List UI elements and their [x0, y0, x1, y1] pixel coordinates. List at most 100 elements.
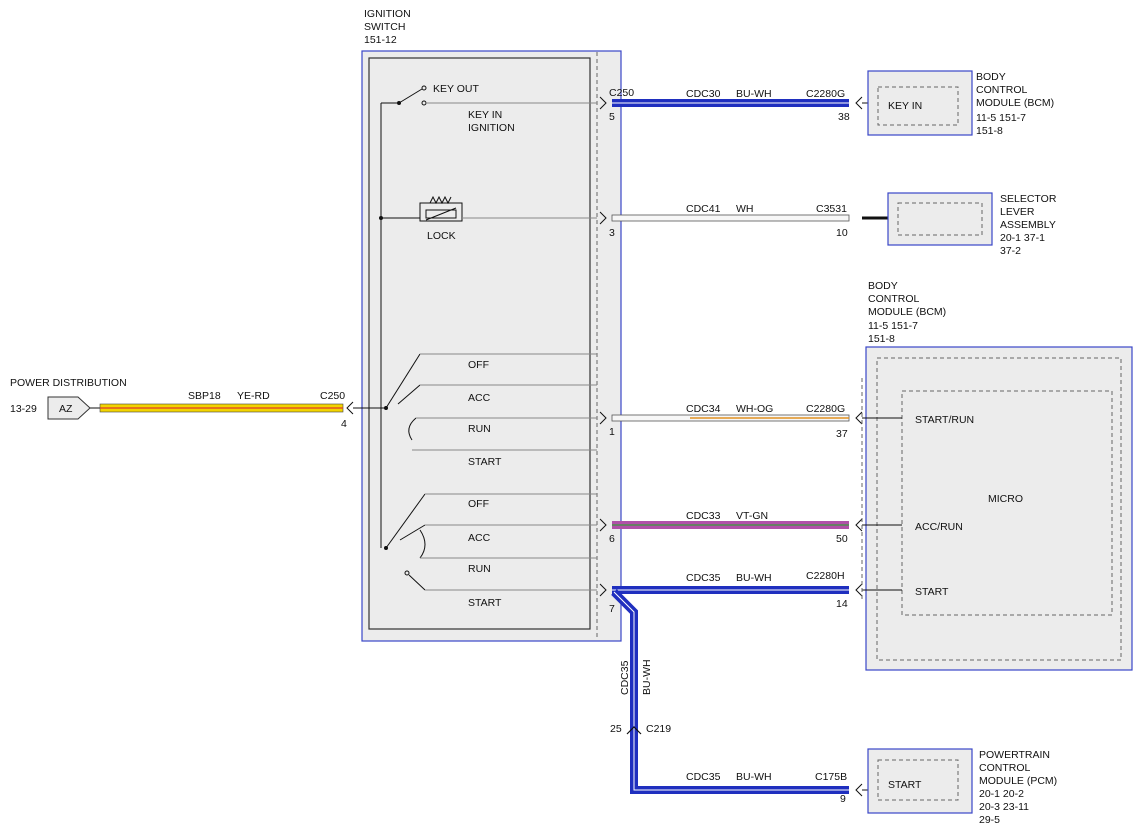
bcm1-name-line3: MODULE (BCM) — [976, 97, 1054, 109]
c250-power-pin: 4 — [341, 418, 347, 430]
pcm-start-label: START — [888, 779, 922, 791]
c219-connector-arrow — [626, 726, 642, 735]
cdc35-color: BU-WH — [736, 572, 772, 584]
c175b-label: C175B — [815, 771, 847, 783]
c2280g-label-1: C2280G — [806, 88, 845, 100]
az-tag-label: AZ — [59, 403, 73, 415]
power-ref: 13-29 — [10, 403, 37, 415]
cdc35-vertical-circuit: CDC35 — [619, 660, 631, 695]
key-in-switch: KEY OUT KEY IN IGNITION — [381, 83, 597, 134]
pcm-name-line2: CONTROL — [979, 762, 1030, 774]
lock-label: LOCK — [427, 230, 456, 242]
start-label-2: START — [468, 597, 502, 609]
pcm-refs-line3: 29-5 — [979, 814, 1000, 826]
switch-group-2: OFF ACC RUN START — [384, 493, 597, 609]
cdc35-pcm-circuit: CDC35 — [686, 771, 721, 783]
start-label-1: START — [468, 456, 502, 468]
selector-refs-line1: 20-1 37-1 — [1000, 232, 1045, 244]
bcm2-refs-line1: 11-5 151-7 — [868, 320, 918, 332]
c2280h-label: C2280H — [806, 570, 845, 582]
c2280g-pin-37: 37 — [836, 428, 848, 440]
c250-power-conn: C250 — [320, 390, 345, 402]
cdc41-circuit: CDC41 — [686, 203, 721, 215]
wire-cdc33: 6 CDC33 VT-GN 50 — [599, 510, 863, 545]
az-connector-tag — [47, 396, 91, 420]
c2280g-label-2: C2280G — [806, 403, 845, 415]
bcm-key-in-module: KEY IN BODY CONTROL MODULE (BCM) 11-5 15… — [867, 70, 1054, 137]
c3531-label: C3531 — [816, 203, 847, 215]
acc-run-pin-label: ACC/RUN — [915, 521, 963, 533]
pcm-refs-line1: 20-1 20-2 — [979, 788, 1024, 800]
sbp18-circuit: SBP18 — [188, 390, 221, 402]
key-out-label: KEY OUT — [433, 83, 479, 95]
cdc33-color: VT-GN — [736, 510, 768, 522]
cdc34-color: WH-OG — [736, 403, 773, 415]
switch-title-line2: SWITCH — [364, 21, 405, 33]
cdc35-pcm-color: BU-WH — [736, 771, 772, 783]
bcm2-name-line2: CONTROL — [868, 293, 919, 305]
cdc34-circuit: CDC34 — [686, 403, 721, 415]
selector-name-line2: LEVER — [1000, 206, 1035, 218]
cdc35-vertical-color: BU-WH — [641, 659, 653, 695]
power-distribution: POWER DISTRIBUTION 13-29 AZ SBP18 YE-RD … — [10, 377, 381, 430]
cdc41-color: WH — [736, 203, 754, 215]
bcm-micro-module: BODY CONTROL MODULE (BCM) 11-5 151-7 151… — [861, 280, 1133, 671]
bcm1-refs-line1: 11-5 151-7 — [976, 112, 1026, 124]
pcm-name-line1: POWERTRAIN — [979, 749, 1050, 761]
power-connector-arrow — [346, 401, 354, 415]
bcm2-name-line3: MODULE (BCM) — [868, 306, 946, 318]
c3531-pin-10: 10 — [836, 227, 848, 239]
cdc33-pin-6: 6 — [609, 533, 615, 545]
micro-label: MICRO — [988, 493, 1023, 505]
acc-label-1: ACC — [468, 392, 491, 404]
cdc34-pin-1: 1 — [609, 426, 615, 438]
cdc35-pin-7: 7 — [609, 603, 615, 615]
run-label-1: RUN — [468, 423, 491, 435]
sbp18-color: YE-RD — [237, 390, 270, 402]
off-label-1: OFF — [468, 359, 489, 371]
run-label-2: RUN — [468, 563, 491, 575]
key-in-ignition-label: IGNITION — [468, 122, 515, 134]
c219-pin-25: 25 — [610, 723, 622, 735]
selector-name-line1: SELECTOR — [1000, 193, 1057, 205]
power-title: POWER DISTRIBUTION — [10, 377, 127, 389]
bcm1-name-line1: BODY — [976, 71, 1006, 83]
cdc33-pin-50: 50 — [836, 533, 848, 545]
switch-inner-box — [368, 57, 591, 630]
pcm-name-line3: MODULE (PCM) — [979, 775, 1057, 787]
acc-label-2: ACC — [468, 532, 491, 544]
switch-group-1: OFF ACC RUN START — [381, 353, 597, 468]
wire-cdc35: 7 CDC35 BU-WH C2280H 14 CDC35 BU-WH 25 C… — [599, 570, 878, 805]
ignition-switch: IGNITION SWITCH 151-12 KEY OUT KEY IN IG… — [361, 8, 622, 642]
selector-name-line3: ASSEMBLY — [1000, 219, 1056, 231]
bcm1-refs-line2: 151-8 — [976, 125, 1003, 137]
wire-sbp18 — [99, 403, 344, 413]
bcm-key-in-label: KEY IN — [888, 100, 922, 112]
pcm-refs-line2: 20-3 23-11 — [979, 801, 1029, 813]
cdc30-color: BU-WH — [736, 88, 772, 100]
cdc35-circuit: CDC35 — [686, 572, 721, 584]
start-pin-label: START — [915, 586, 949, 598]
switch-title-line1: IGNITION — [364, 8, 411, 20]
key-in-label: KEY IN — [468, 109, 502, 121]
c2280g-pin-38: 38 — [838, 111, 850, 123]
selector-refs-line2: 37-2 — [1000, 245, 1021, 257]
off-label-2: OFF — [468, 498, 489, 510]
c250-label: C250 — [609, 87, 634, 99]
wire-cdc41: 3 CDC41 WH C3531 10 — [599, 203, 888, 239]
wire-cdc30: C250 5 CDC30 BU-WH C2280G 38 — [599, 87, 878, 123]
selector-lever-assembly: SELECTOR LEVER ASSEMBLY 20-1 37-1 37-2 — [887, 192, 1057, 257]
lock-resistor: LOCK — [379, 195, 597, 242]
c219-label: C219 — [646, 723, 671, 735]
cdc41-pin-3: 3 — [609, 227, 615, 239]
bcm2-name-line1: BODY — [868, 280, 898, 292]
c250-pin-5: 5 — [609, 111, 615, 123]
c175b-pin-9: 9 — [840, 793, 846, 805]
start-run-pin-label: START/RUN — [915, 414, 974, 426]
bcm1-name-line2: CONTROL — [976, 84, 1027, 96]
bcm2-refs-line2: 151-8 — [868, 333, 895, 345]
pcm-module: START POWERTRAIN CONTROL MODULE (PCM) 20… — [867, 748, 1057, 826]
cdc30-circuit: CDC30 — [686, 88, 721, 100]
switch-ref: 151-12 — [364, 34, 397, 46]
